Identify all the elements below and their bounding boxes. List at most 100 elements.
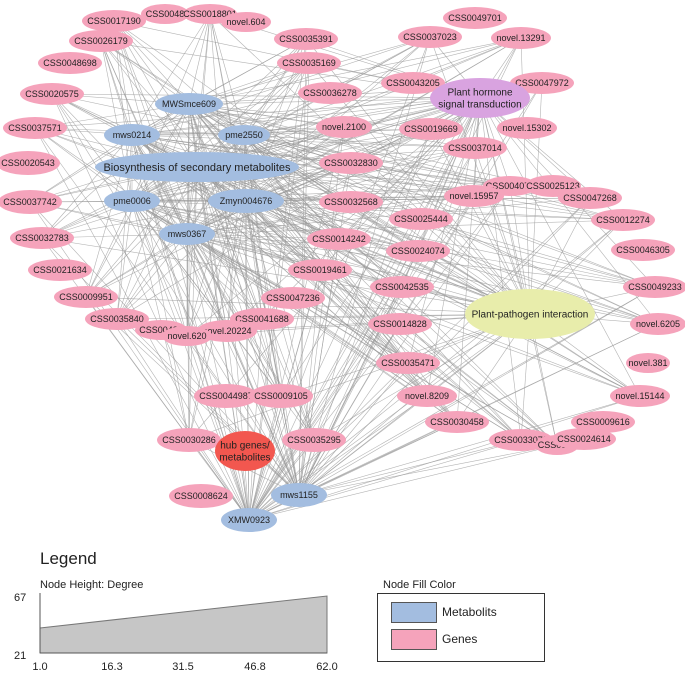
- node-ellipse: [221, 12, 271, 32]
- network-edge: [186, 233, 522, 441]
- network-edge: [29, 103, 190, 203]
- gene-swatch: [391, 629, 437, 650]
- node-ellipse: [397, 385, 457, 407]
- node-css0008624: CSS0008624: [169, 484, 233, 508]
- node-ellipse: [443, 7, 507, 29]
- node-label: CSS0025444: [394, 214, 448, 224]
- node-label: CSS0046305: [616, 245, 670, 255]
- network-edge: [113, 20, 300, 496]
- node-ellipse: [141, 4, 189, 24]
- network-edge: [298, 286, 656, 496]
- network-edge: [245, 97, 481, 202]
- network-edge: [186, 195, 475, 235]
- node-ellipse: [626, 353, 670, 373]
- network-edge: [29, 134, 133, 203]
- network-edge: [186, 335, 250, 521]
- network-edge: [85, 200, 133, 298]
- network-edge: [29, 201, 531, 315]
- node-mwsmce609: MWSmce609: [155, 93, 223, 115]
- network-edge: [245, 200, 659, 325]
- node-label: CSS0018801: [183, 9, 237, 19]
- node-css0032830: CSS0032830: [319, 152, 383, 174]
- node-ellipse: [425, 411, 489, 433]
- node-label: CSS0047268: [563, 193, 617, 203]
- node-label: CSS0042535: [375, 282, 429, 292]
- node-css0017190: CSS0017190: [82, 10, 146, 32]
- node-label: CSS0024614: [557, 434, 611, 444]
- node-css0024074: CSS0024074: [386, 240, 450, 262]
- node-label: CSS0031: [538, 440, 577, 450]
- node-css0030286: CSS0030286: [157, 428, 221, 452]
- network-edge: [226, 330, 250, 521]
- node-novel-15957: novel.15957: [444, 185, 504, 207]
- network-edge: [298, 197, 591, 496]
- network-edge: [196, 13, 211, 168]
- network-edge: [188, 166, 198, 441]
- node-label: novel.6205: [636, 319, 680, 329]
- node-novel-6205: novel.6205: [630, 313, 685, 335]
- node-css0009951: CSS0009951: [54, 286, 118, 308]
- node-css0012274: CSS0012274: [591, 209, 655, 231]
- node-ellipse: [261, 287, 325, 309]
- node-mws0214: mws0214: [104, 124, 160, 146]
- node-ellipse: [319, 191, 383, 213]
- network-edge: [196, 166, 403, 288]
- network-edge: [248, 97, 481, 521]
- network-edge: [248, 238, 340, 521]
- node-xmw0923: XMW0923: [221, 508, 277, 532]
- node-css0035840: CSS0035840: [85, 308, 149, 330]
- network-edge: [51, 93, 481, 99]
- node-secondary: Biosynthesis of secondary metabolites: [95, 152, 299, 182]
- node-label: CSS0014828: [373, 319, 427, 329]
- node-ellipse: [194, 384, 258, 408]
- node-label: CSS0032783: [15, 233, 69, 243]
- node-ellipse: [282, 428, 346, 452]
- network-edge: [245, 200, 409, 364]
- node-ellipse: [0, 190, 62, 214]
- node-pme0006: pme0006: [104, 190, 160, 212]
- node-ellipse: [307, 228, 371, 250]
- network-edge: [248, 444, 558, 521]
- network-edge: [113, 20, 245, 136]
- node-ellipse: [376, 352, 440, 374]
- node-css0035471: CSS0035471: [376, 352, 440, 374]
- node-label: CSS0033073: [494, 435, 548, 445]
- network-edge: [245, 200, 263, 320]
- node-label: CSS0009616: [576, 417, 630, 427]
- node-ellipse: [0, 151, 60, 175]
- network-edge: [131, 200, 641, 397]
- node-ellipse: [162, 326, 212, 346]
- node-label: XMW0923: [228, 515, 270, 525]
- network-edge: [186, 200, 247, 337]
- network-edge: [430, 128, 531, 315]
- network-edge: [298, 395, 641, 496]
- node-ellipse: [218, 125, 270, 145]
- node-css0049233: CSS0049233: [623, 276, 685, 298]
- node-label: CSS0019669: [404, 124, 458, 134]
- node-ellipse: [368, 313, 432, 335]
- node-ellipse: [510, 72, 574, 94]
- network-edge: [85, 296, 250, 521]
- node-ellipse: [316, 116, 372, 138]
- node-css0014242: CSS0014242: [307, 228, 371, 250]
- network-edge: [34, 127, 133, 202]
- network-edge: [298, 439, 522, 496]
- network-edge: [248, 318, 263, 521]
- node-ellipse: [444, 185, 504, 207]
- node-css0048698: CSS0048698: [38, 52, 102, 74]
- node-label: CSS0049701: [448, 13, 502, 23]
- node-label: CSS0021634: [33, 265, 87, 275]
- node-label: CSS0030458: [430, 417, 484, 427]
- node-novel-2100: novel.2100: [316, 116, 372, 138]
- node-ellipse: [558, 187, 622, 209]
- node-label: CSS0014242: [312, 234, 366, 244]
- network-edge: [116, 233, 188, 320]
- node-pme2550: pme2550: [218, 125, 270, 145]
- node-label: Biosynthesis of secondary metabolites: [103, 162, 291, 174]
- node-css0036278: CSS0036278: [298, 82, 362, 104]
- node-ellipse: [611, 239, 675, 261]
- node-label: CSS0037742: [3, 197, 57, 207]
- node-ellipse: [298, 82, 362, 104]
- node-css0044987: CSS0044987: [194, 384, 258, 408]
